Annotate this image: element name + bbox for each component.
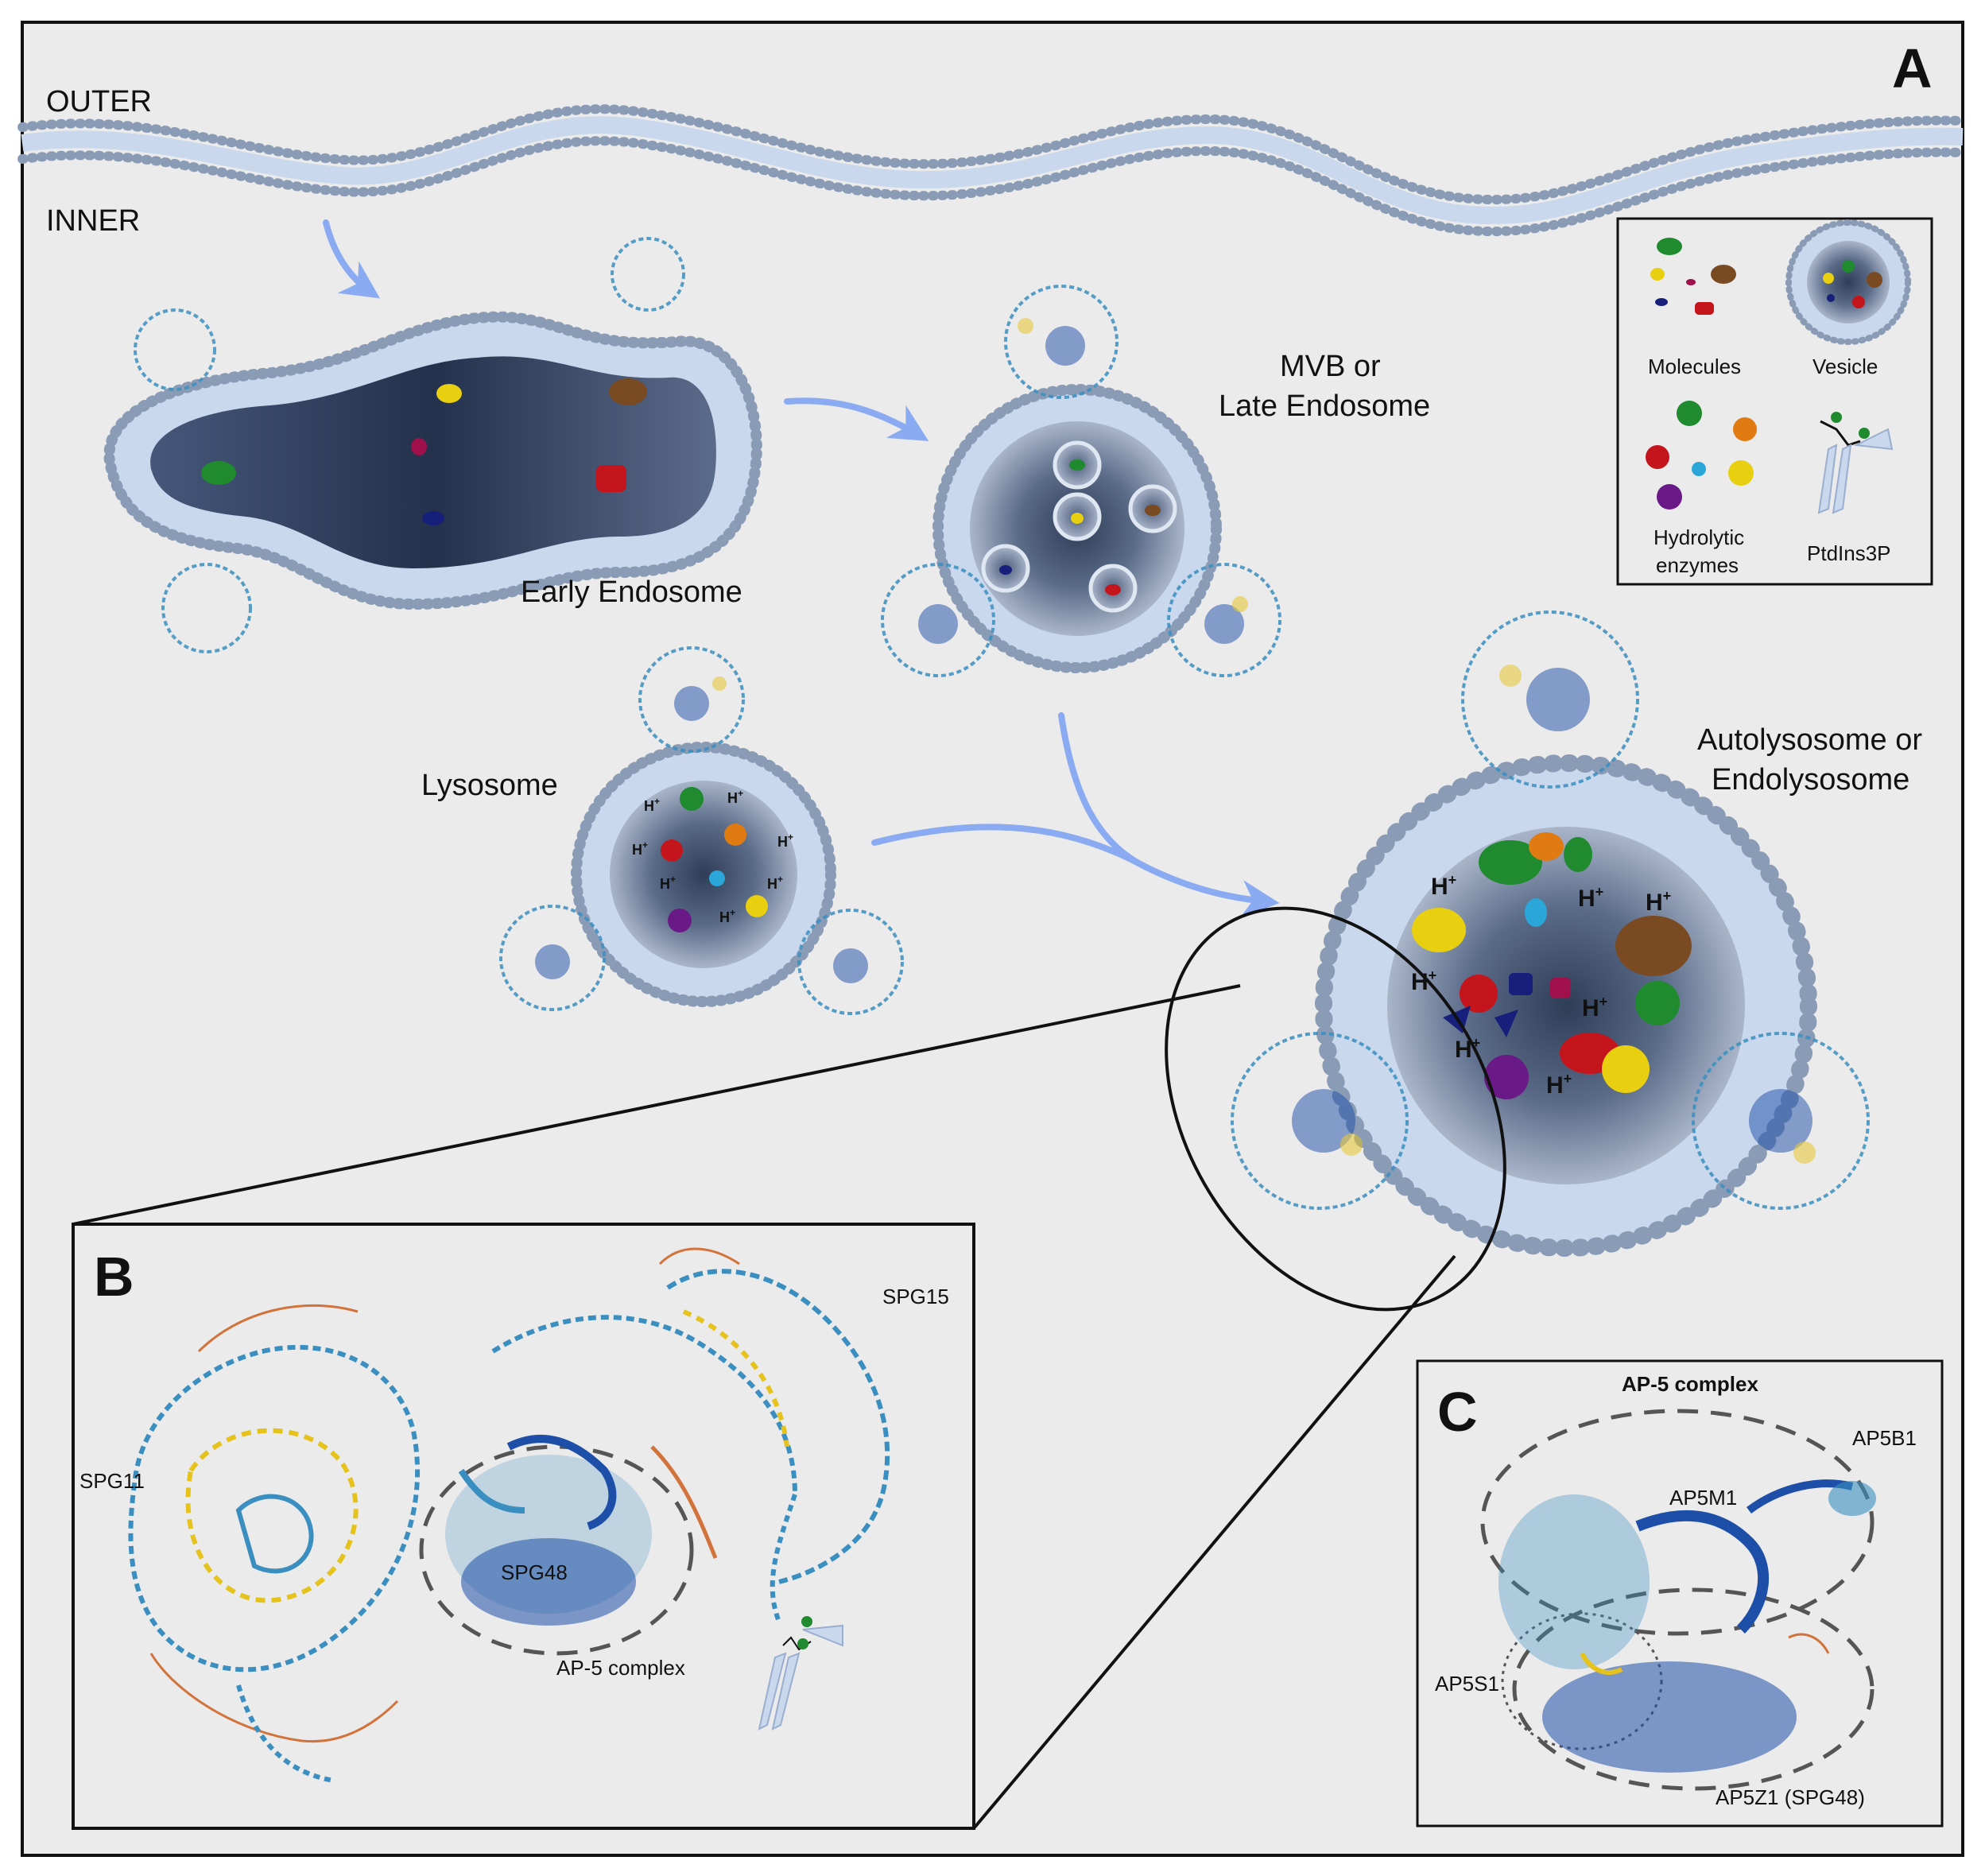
autolysosome-protons: H+ H+ H+ H+ H+ H+ H+ bbox=[1411, 872, 1671, 1099]
ap5-complex-structure bbox=[1480, 1409, 1876, 1791]
spg48-structure bbox=[419, 1435, 694, 1656]
panel-c: C AP-5 complex AP5B1 AP5M1 AP5S1 AP5Z1 (… bbox=[1416, 1359, 1944, 1828]
legend-vesicle-icon bbox=[1785, 219, 1911, 345]
ap5b1-label: AP5B1 bbox=[1852, 1426, 1917, 1450]
early-endosome-green-molecule bbox=[201, 461, 236, 485]
svg-text:H+: H+ bbox=[644, 796, 660, 814]
spg48-label: SPG48 bbox=[501, 1560, 568, 1584]
outer-label: OUTER bbox=[46, 85, 152, 118]
lysosome bbox=[571, 742, 836, 1007]
svg-text:H+: H+ bbox=[660, 874, 676, 892]
panel-b-ap5-complex-label: AP-5 complex bbox=[556, 1656, 685, 1680]
protein-complex-clusters bbox=[134, 237, 1870, 1210]
svg-text:H+: H+ bbox=[1646, 888, 1671, 916]
early-endosome-yellow-molecule bbox=[436, 384, 462, 403]
ap5m1-label: AP5M1 bbox=[1669, 1486, 1737, 1510]
panel-c-title: AP-5 complex bbox=[1622, 1372, 1758, 1396]
legend-ptdins3p-icon bbox=[1817, 412, 1894, 514]
svg-text:H+: H+ bbox=[727, 788, 743, 806]
plasma-membrane bbox=[17, 104, 1968, 237]
lysosome-protons: H+ H+ H+ H+ H+ H+ H+ bbox=[632, 788, 793, 925]
early-endosome bbox=[103, 311, 762, 610]
early-endosome-magenta-molecule bbox=[411, 438, 427, 455]
panel-c-letter: C bbox=[1437, 1381, 1478, 1443]
zoom-callout bbox=[72, 906, 1506, 1830]
legend-hydrolytic-label-line2: enzymes bbox=[1656, 553, 1739, 577]
ap5s1-label: AP5S1 bbox=[1435, 1672, 1499, 1696]
spg11-structure bbox=[128, 1304, 421, 1783]
early-endosome-label: Early Endosome bbox=[521, 576, 742, 609]
early-endosome-red-molecule bbox=[596, 465, 626, 492]
svg-text:H+: H+ bbox=[719, 907, 735, 925]
svg-text:H+: H+ bbox=[1582, 994, 1607, 1021]
autolysosome-label-line1: Autolysosome or bbox=[1697, 723, 1922, 757]
legend-molecules-icon bbox=[1650, 238, 1736, 315]
inner-label: INNER bbox=[46, 204, 140, 238]
svg-text:H+: H+ bbox=[1546, 1071, 1572, 1099]
legend-molecules-label: Molecules bbox=[1648, 355, 1741, 378]
svg-text:H+: H+ bbox=[632, 839, 648, 858]
svg-text:H+: H+ bbox=[777, 831, 793, 850]
arrow-entry bbox=[323, 219, 380, 299]
legend-ptdins3p-label: PtdIns3P bbox=[1807, 541, 1891, 565]
lysosome-label: Lysosome bbox=[421, 769, 558, 802]
mvb-label-line2: Late Endosome bbox=[1219, 390, 1430, 423]
svg-text:H+: H+ bbox=[1578, 884, 1603, 912]
panel-a-letter: A bbox=[1892, 37, 1933, 99]
legend-box: Molecules Vesicle Hydrolytic enzymes bbox=[1616, 217, 1933, 586]
arrow-early-to-mvb bbox=[784, 397, 929, 441]
spg11-label: SPG11 bbox=[79, 1469, 145, 1493]
svg-text:H+: H+ bbox=[1455, 1035, 1480, 1063]
legend-hydrolytic-label-line1: Hydrolytic bbox=[1654, 525, 1744, 549]
arrow-lyso-to-auto bbox=[871, 824, 1280, 919]
autolysosome bbox=[1315, 754, 1817, 1257]
flow-arrows bbox=[323, 219, 1280, 919]
panel-b: B bbox=[72, 1223, 975, 1830]
mvb-late-endosome bbox=[932, 384, 1222, 673]
spg15-label: SPG15 bbox=[882, 1285, 949, 1308]
legend-hydrolytic-enzymes-icon bbox=[1646, 401, 1757, 510]
panel-b-letter: B bbox=[94, 1246, 134, 1308]
mvb-label-line1: MVB or bbox=[1280, 350, 1381, 383]
ap5z1-label: AP5Z1 (SPG48) bbox=[1716, 1785, 1865, 1809]
svg-text:H+: H+ bbox=[767, 874, 783, 892]
zoom-ellipse bbox=[1165, 906, 1506, 1312]
svg-text:H+: H+ bbox=[1431, 872, 1456, 900]
early-endosome-brown-molecule bbox=[609, 378, 647, 405]
early-endosome-navy-molecule bbox=[422, 511, 444, 525]
panel-b-ptdins3p bbox=[758, 1616, 843, 1731]
spg15-structure bbox=[491, 1247, 890, 1623]
autolysosome-label-line2: Endolysosome bbox=[1712, 763, 1909, 797]
legend-vesicle-label: Vesicle bbox=[1812, 355, 1878, 378]
